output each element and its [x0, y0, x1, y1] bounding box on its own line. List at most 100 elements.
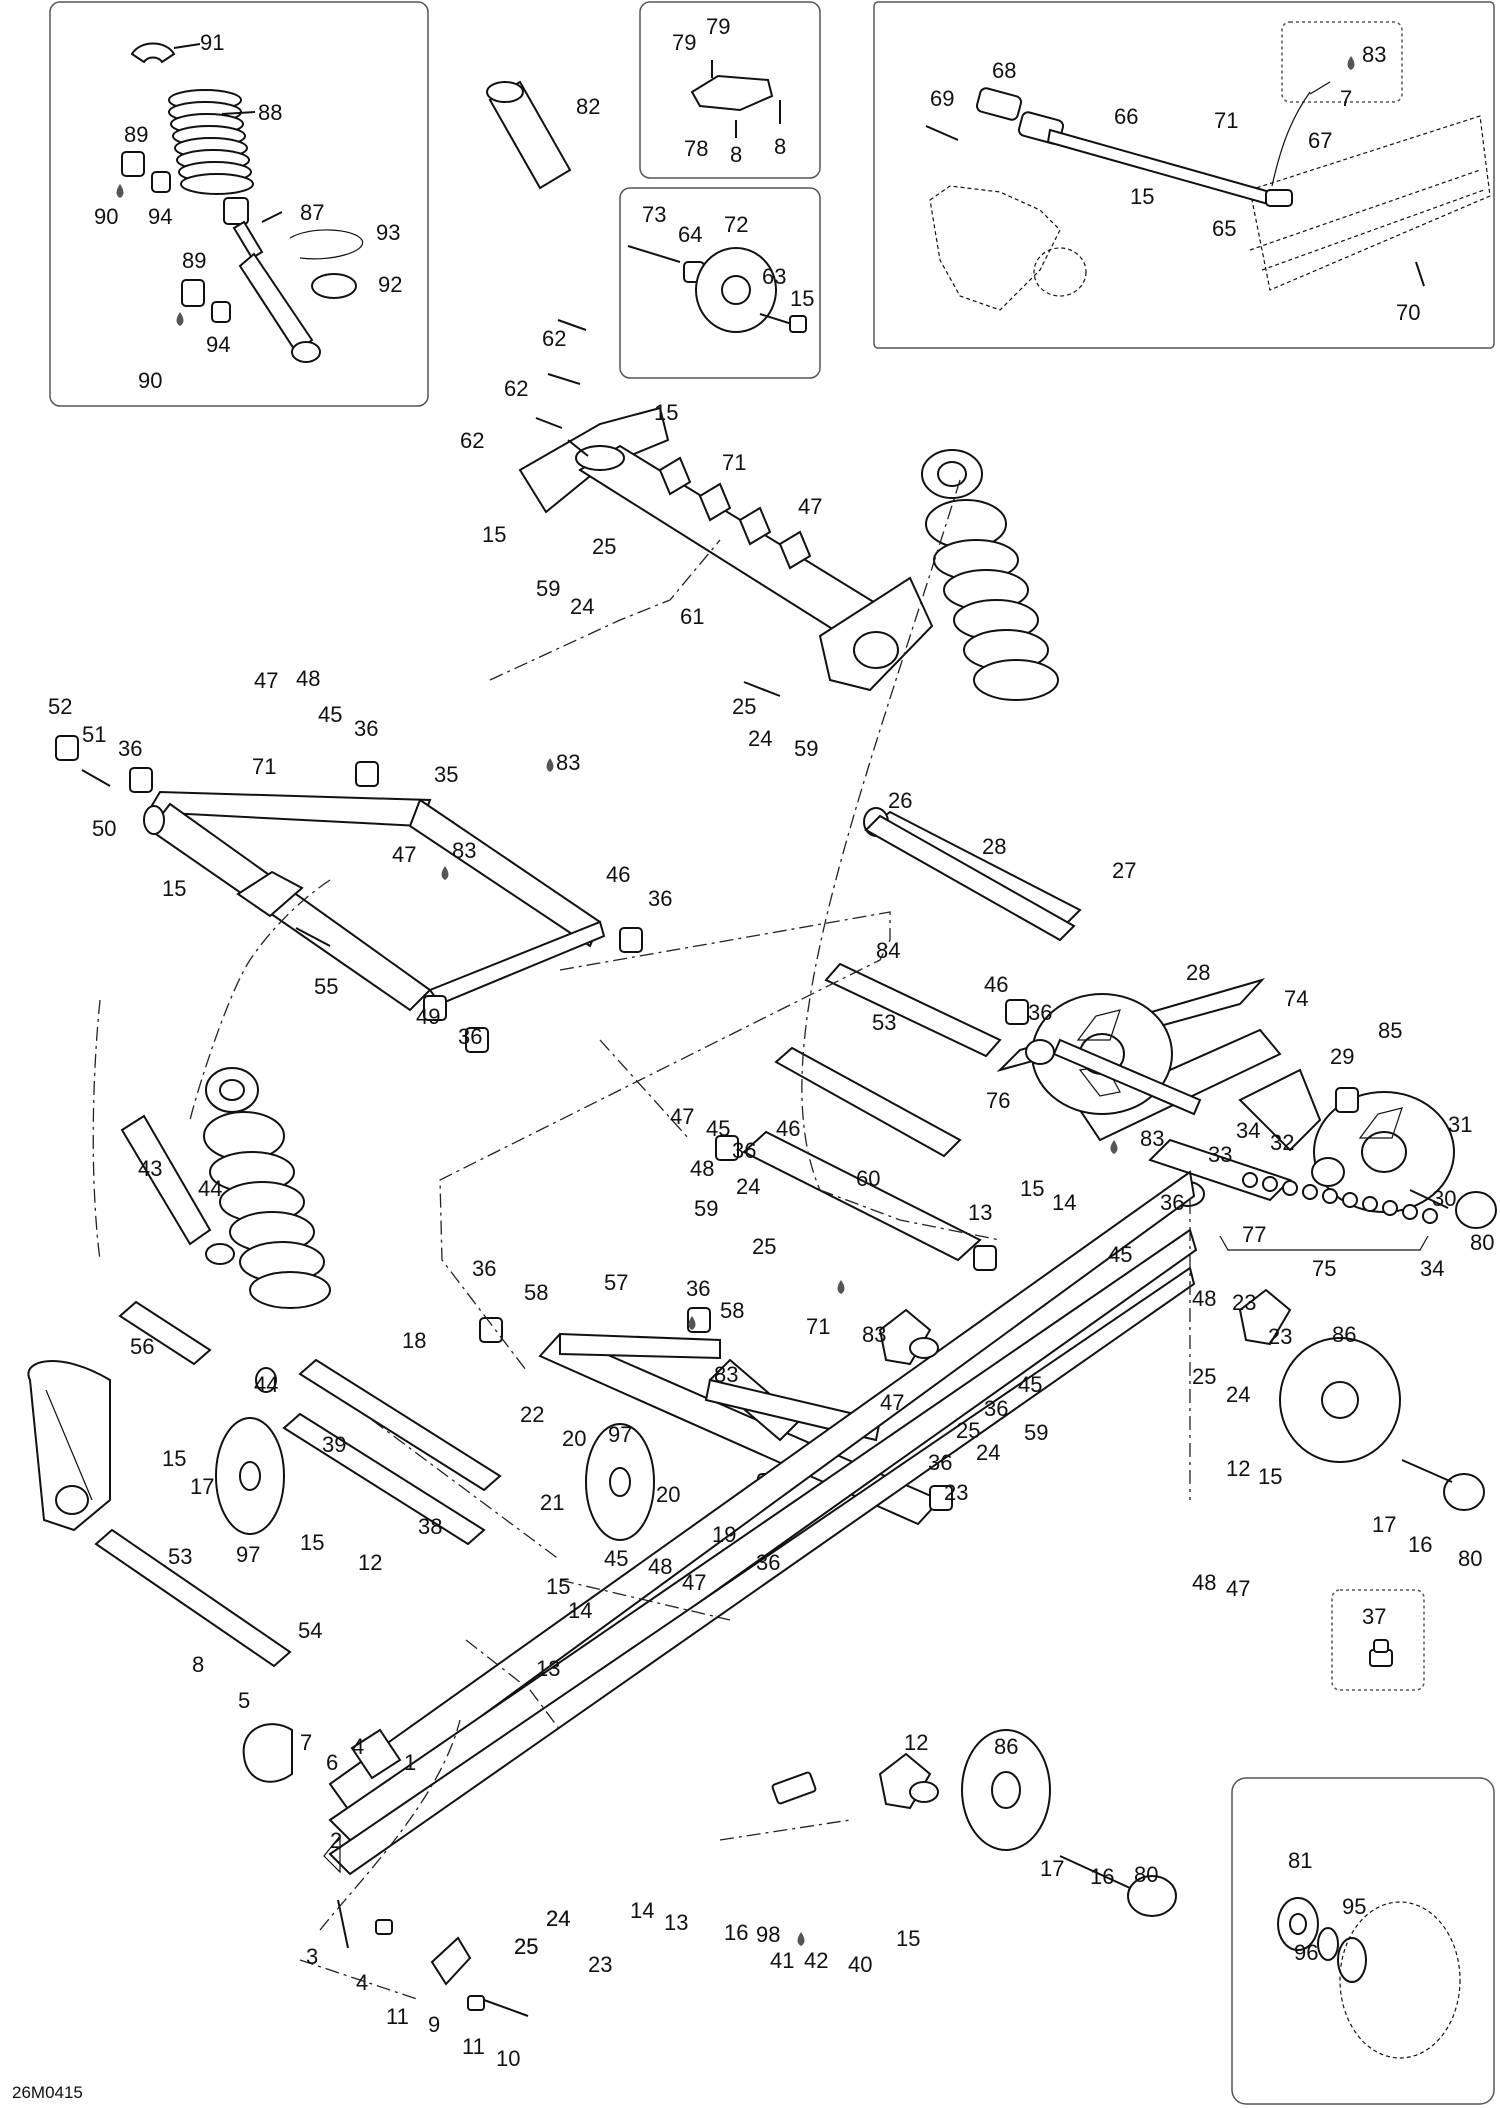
callout-34b: 34: [1420, 1256, 1444, 1281]
callout-43: 43: [138, 1156, 162, 1181]
callout-47d: 47: [670, 1104, 694, 1129]
callout-86b: 86: [994, 1734, 1018, 1759]
callout-65: 65: [1212, 216, 1236, 241]
callout-32: 32: [1270, 1130, 1294, 1155]
callout-15h: 15: [1258, 1464, 1282, 1489]
callout-83f: 83: [714, 1362, 738, 1387]
callout-45b: 45: [706, 1116, 730, 1141]
callout-42: 42: [804, 1948, 828, 1973]
callout-25c: 25: [752, 1234, 776, 1259]
callout-47g: 47: [1226, 1576, 1250, 1601]
callout-96: 96: [1294, 1940, 1318, 1965]
callout-45e: 45: [604, 1546, 628, 1571]
callout-33: 33: [1208, 1142, 1232, 1167]
callout-14b: 14: [568, 1598, 592, 1623]
oil-drop-icon: [797, 1932, 805, 1946]
callout-23c: 23: [588, 1952, 612, 1977]
callout-6: 6: [326, 1750, 338, 1775]
bearing-detail-drawing: [1277, 1897, 1461, 2059]
callout-40: 40: [848, 1952, 872, 1977]
callout-25b: 25: [732, 694, 756, 719]
callout-57: 57: [604, 1270, 628, 1295]
callout-5: 5: [238, 1688, 250, 1713]
callout-16a: 16: [1408, 1532, 1432, 1557]
callout-1: 1: [404, 1750, 416, 1775]
callout-31: 31: [1448, 1112, 1472, 1137]
callout-7b: 7: [300, 1730, 312, 1755]
callout-88: 88: [258, 100, 282, 125]
callout-62a: 62: [542, 326, 566, 351]
callout-60: 60: [856, 1166, 880, 1191]
callout-76: 76: [986, 1088, 1010, 1113]
callout-80a: 80: [1470, 1230, 1494, 1255]
callout-45d: 45: [1018, 1372, 1042, 1397]
grease-fitting-drawing: [1369, 1639, 1393, 1667]
callout-71d: 71: [806, 1314, 830, 1339]
callout-92: 92: [378, 272, 402, 297]
callout-23d: 23: [944, 1480, 968, 1505]
oil-drop-icon: [688, 1316, 696, 1330]
callout-94b: 94: [206, 332, 230, 357]
callout-53a: 53: [872, 1010, 896, 1035]
callout-23a: 23: [1232, 1290, 1256, 1315]
callout-27: 27: [1112, 858, 1136, 883]
callout-62c: 62: [460, 428, 484, 453]
oil-drop-icons: [441, 56, 1355, 1946]
callout-25f: 25: [514, 1934, 538, 1959]
callout-3: 3: [306, 1944, 318, 1969]
callout-26: 26: [888, 788, 912, 813]
callout-29: 29: [1330, 1044, 1354, 1069]
callout-68: 68: [992, 58, 1016, 83]
callout-90b: 90: [138, 368, 162, 393]
callout-16b: 16: [724, 1920, 748, 1945]
callout-81: 81: [1288, 1848, 1312, 1873]
callout-44a: 44: [198, 1176, 222, 1201]
callout-70: 70: [1396, 300, 1420, 325]
front-shock-drawing: [921, 449, 1059, 701]
callout-18: 18: [402, 1328, 426, 1353]
callout-79b: 79: [706, 14, 730, 39]
callout-38: 38: [418, 1514, 442, 1539]
callout-80c: 80: [1134, 1862, 1158, 1887]
callout-36h: 36: [472, 1256, 496, 1281]
callout-25d: 25: [1192, 1364, 1216, 1389]
callout-91: 91: [200, 30, 224, 55]
callout-8a: 8: [730, 142, 742, 167]
callout-4b: 4: [356, 1970, 368, 1995]
callout-59d: 59: [1024, 1420, 1048, 1445]
callout-36g: 36: [732, 1138, 756, 1163]
callout-23b: 23: [1268, 1324, 1292, 1349]
lube-detail-drawing: [1309, 81, 1331, 95]
oil-drop-icon: [441, 866, 449, 880]
callout-63: 63: [762, 264, 786, 289]
callout-11b: 11: [462, 2034, 485, 2059]
oil-drop-icon: [1347, 56, 1355, 70]
callout-97b: 97: [236, 1542, 260, 1567]
callout-12a: 12: [1226, 1456, 1250, 1481]
front-arm-35-drawing: [55, 735, 643, 1053]
callout-10: 10: [496, 2046, 520, 2071]
wheels-drawing: [215, 1337, 1485, 1917]
callout-13a: 13: [968, 1200, 992, 1225]
callout-51: 51: [82, 722, 106, 747]
callout-12c: 12: [904, 1730, 928, 1755]
callout-53b: 53: [168, 1544, 192, 1569]
callout-12b: 12: [358, 1550, 382, 1575]
callout-17c: 17: [1040, 1856, 1064, 1881]
callout-84: 84: [876, 938, 900, 963]
callout-30: 30: [1432, 1186, 1456, 1211]
callout-24b: 24: [748, 726, 772, 751]
callout-55: 55: [314, 974, 338, 999]
callout-14c: 14: [630, 1898, 654, 1923]
callout-13b: 13: [536, 1656, 560, 1681]
oil-drop-icon: [1110, 1140, 1118, 1154]
shock-parts-drawing: [116, 42, 364, 363]
callout-83a: 83: [1362, 42, 1386, 67]
callout-89b: 89: [182, 248, 206, 273]
callout-77: 77: [1242, 1222, 1266, 1247]
callout-15j: 15: [546, 1574, 570, 1599]
callout-15f: 15: [1020, 1176, 1044, 1201]
callout-28a: 28: [982, 834, 1006, 859]
bearing-inset-frame: [1231, 1777, 1495, 2105]
callout-47b: 47: [254, 668, 278, 693]
